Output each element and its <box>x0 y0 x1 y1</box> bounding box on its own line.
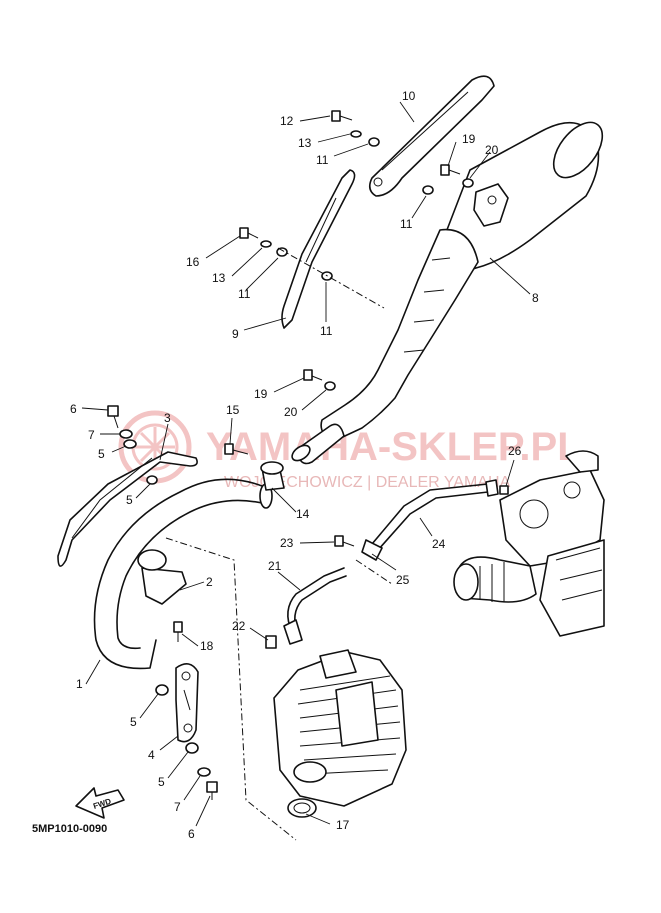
callout-11-upper: 11 <box>316 153 329 167</box>
callout-6-lower: 6 <box>188 827 195 841</box>
callout-26: 26 <box>508 444 522 458</box>
callout-11-right: 11 <box>400 217 413 231</box>
callout-12: 12 <box>280 114 294 128</box>
carburetor-assembly <box>453 450 605 637</box>
callout-7-upper: 7 <box>88 428 95 442</box>
exhaust-pipe <box>93 478 273 670</box>
clip-22 <box>265 635 277 649</box>
callout-20-upper: 20 <box>485 143 499 157</box>
air-induction-hoses <box>283 479 499 645</box>
callout-15: 15 <box>226 403 240 417</box>
heat-protector-upper <box>368 75 495 197</box>
gasket <box>260 461 285 491</box>
bolt-19-upper <box>440 164 461 176</box>
pipe-protector <box>57 451 198 567</box>
callout-13-upper: 13 <box>298 136 312 150</box>
washer-13-upper <box>350 130 362 138</box>
callout-1: 1 <box>76 677 83 691</box>
nut-11-right <box>422 185 434 195</box>
callout-5-mid: 5 <box>126 493 133 507</box>
washer-5-mid <box>146 475 158 485</box>
washer-20-upper <box>462 178 474 188</box>
watermark-sub-text: WOJCIECHOWICZ | DEALER YAMAHA <box>224 474 511 491</box>
assembly-lines <box>165 247 393 841</box>
callout-5-upper: 5 <box>98 447 105 461</box>
callout-13-lower: 13 <box>212 271 226 285</box>
callout-labels: 10 12 13 11 19 20 11 8 16 13 11 11 9 19 … <box>70 89 539 841</box>
forward-direction-arrow: FWD <box>75 787 125 819</box>
callout-9: 9 <box>232 327 239 341</box>
callout-19-upper: 19 <box>462 132 476 146</box>
nut-11-upper <box>368 137 380 147</box>
callout-20-lower: 20 <box>284 405 298 419</box>
callout-5-lower2: 5 <box>158 775 165 789</box>
washer-20-lower <box>324 381 336 391</box>
callout-2: 2 <box>206 575 213 589</box>
mounting-bracket <box>175 663 199 743</box>
nut-11-left <box>276 247 288 257</box>
bolt-18 <box>173 621 183 642</box>
watermark-main-text: YAMAHA-SKLEP.PL <box>206 425 582 469</box>
leader-lines <box>81 101 531 827</box>
callout-10: 10 <box>402 89 416 103</box>
callout-23: 23 <box>280 536 294 550</box>
callout-19-lower: 19 <box>254 387 268 401</box>
engine-cylinder-head <box>273 649 407 807</box>
bolt-19-lower <box>303 369 323 381</box>
hardware <box>107 110 509 800</box>
washer-5-lower1 <box>155 684 169 696</box>
callout-25: 25 <box>396 573 410 587</box>
bolt-23 <box>334 535 355 547</box>
callout-6-upper: 6 <box>70 402 77 416</box>
washer-13-lower <box>260 240 272 248</box>
callout-5-lower1: 5 <box>130 715 137 729</box>
washer-5-upper <box>123 439 137 449</box>
callout-11-left: 11 <box>238 287 251 301</box>
callout-22: 22 <box>232 619 246 633</box>
bolt-12 <box>331 110 353 122</box>
washer-7-upper <box>119 429 133 439</box>
callout-4: 4 <box>148 748 155 762</box>
bolt-6-lower <box>206 781 218 800</box>
callout-8: 8 <box>532 291 539 305</box>
bolt-15 <box>224 443 249 455</box>
clamp-26 <box>499 485 509 495</box>
bolt-6-upper <box>107 405 119 429</box>
bolt-16 <box>239 227 259 239</box>
muffler <box>291 121 604 465</box>
diagram-code: 5MP1010-0090 <box>32 823 107 835</box>
callout-24: 24 <box>432 537 446 551</box>
callout-14: 14 <box>296 507 310 521</box>
washer-5-lower2 <box>185 742 199 754</box>
callout-18: 18 <box>200 639 214 653</box>
callout-16: 16 <box>186 255 200 269</box>
washer-7-lower <box>197 767 211 777</box>
callout-17: 17 <box>336 818 350 832</box>
head-gasket <box>287 798 317 818</box>
callout-7-lower: 7 <box>174 800 181 814</box>
callout-3: 3 <box>164 411 171 425</box>
heat-protector-lower <box>281 169 356 329</box>
callout-11-lower: 11 <box>320 324 333 338</box>
callout-21: 21 <box>268 559 282 573</box>
